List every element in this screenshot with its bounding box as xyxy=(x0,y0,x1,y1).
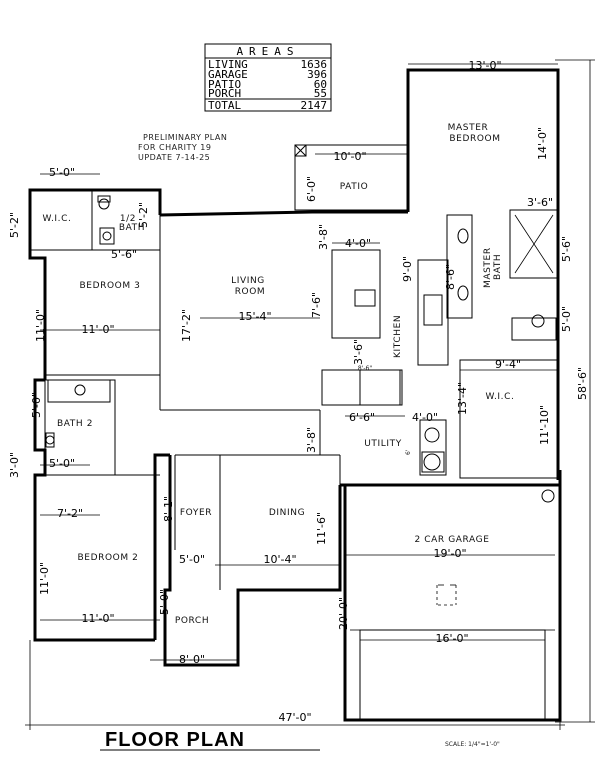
dim-wic-right-width: 9'-4" xyxy=(495,358,521,371)
dim-bath2-offset: 3'-0" xyxy=(8,452,21,478)
dim-wic-height: 5'-2" xyxy=(8,212,21,238)
dim-total-width: 47'-0" xyxy=(278,711,311,724)
dim-utility-height: 3'-6" xyxy=(352,339,365,365)
area-label-living: LIVING xyxy=(208,58,248,71)
note-line-1: PRELIMINARY PLAN xyxy=(143,133,227,142)
areas-table: AREAS LIVING 1636 GARAGE 396 PATIO 60 PO… xyxy=(204,43,332,112)
dim-wic-width: 5'-0" xyxy=(49,166,75,179)
room-label-bath2: BATH 2 xyxy=(57,419,93,429)
room-labels: MASTER BEDROOM PATIO W.I.C. 1/2 BATH LIV… xyxy=(43,123,515,626)
dim-porch-height: 5'-0" xyxy=(158,589,171,615)
dim-utility-small: 8'-6" xyxy=(358,365,372,372)
room-label-master-line1: MASTER xyxy=(448,123,489,133)
dim-garage-width: 19'-0" xyxy=(433,547,466,560)
note-line-2: FOR CHARITY 19 xyxy=(138,143,212,152)
room-label-living-1: LIVING xyxy=(231,276,265,286)
dim-bed2-height: 11'-0" xyxy=(38,562,51,595)
room-label-half-bath-2: BATH xyxy=(119,223,145,233)
dim-patio-width: 10'-0" xyxy=(333,150,366,163)
room-label-kitchen: KITCHEN xyxy=(393,315,403,358)
dim-dining-height: 11'-6" xyxy=(315,512,328,545)
dim-garage-door: 16'-0" xyxy=(435,632,468,645)
room-label-half-bath-1: 1/2 xyxy=(120,214,136,224)
room-label-living-2: ROOM xyxy=(235,287,266,297)
dim-wic-right-h1: 13'-4" xyxy=(456,382,469,415)
room-label-patio: PATIO xyxy=(340,182,369,192)
dim-half-bath-height: 5'-2" xyxy=(137,202,150,228)
dim-wic-right-h2: 11'-10" xyxy=(538,405,551,445)
room-label-master-bath-1: MASTER xyxy=(483,247,493,288)
areas-title: AREAS xyxy=(236,45,299,58)
room-label-dining: DINING xyxy=(269,508,305,518)
area-label-patio: PATIO xyxy=(208,78,241,91)
room-label-master-line2: BEDROOM xyxy=(449,134,500,144)
dim-total-height: 58'-6" xyxy=(576,367,589,400)
interior-walls xyxy=(30,144,559,721)
area-value-living: 1636 xyxy=(301,58,328,71)
dim-utility-tiny: 6' xyxy=(405,449,412,455)
room-label-porch: PORCH xyxy=(175,616,209,626)
dim-living-height: 17'-2" xyxy=(180,309,193,342)
dim-porch-width: 5'-0" xyxy=(179,553,205,566)
dim-bed3-height: 11'-0" xyxy=(34,309,47,342)
dim-bed2-width: 11'-0" xyxy=(81,612,114,625)
dim-kitchen-bar: 8'-6" xyxy=(444,264,457,290)
dim-dining-width: 10'-4" xyxy=(263,553,296,566)
area-label-porch: PORCH xyxy=(208,87,241,100)
dim-living-short: 3'-8" xyxy=(317,224,330,250)
dim-master-width: 13'-0" xyxy=(468,59,501,72)
room-label-foyer: FOYER xyxy=(180,508,212,518)
dim-bed3-width: 11'-0" xyxy=(81,323,114,336)
area-value-patio: 60 xyxy=(314,78,327,91)
dim-porch-width2: 8'-0" xyxy=(179,653,205,666)
dimension-lines xyxy=(25,59,595,730)
area-value-total: 2147 xyxy=(301,99,328,112)
area-label-total: TOTAL xyxy=(208,99,241,112)
dim-bath2-width: 5'-0" xyxy=(49,457,75,470)
plan-notes: PRELIMINARY PLAN FOR CHARITY 19 UPDATE 7… xyxy=(138,133,227,162)
dim-bath2-height: 5'-0" xyxy=(30,392,43,418)
room-label-garage: 2 CAR GARAGE xyxy=(414,535,489,545)
dim-master-height: 14'-0" xyxy=(536,127,549,160)
title-block: FLOOR PLAN SCALE: 1/4"=1'-0" xyxy=(100,729,500,751)
dimension-labels: 13'-0" 14'-0" 10'-0" 6'-0" 5'-0" 5'-2" 5… xyxy=(8,59,589,724)
dim-island-width: 4'-0" xyxy=(345,237,371,250)
area-value-garage: 396 xyxy=(307,68,327,81)
dim-master-bath-h2: 5'-0" xyxy=(560,306,573,332)
room-label-master-bath-2: BATH xyxy=(493,254,503,280)
dim-utility-width: 6'-6" xyxy=(349,411,375,424)
area-label-garage: GARAGE xyxy=(208,68,248,81)
area-value-porch: 55 xyxy=(314,87,327,100)
plan-title: FLOOR PLAN xyxy=(105,729,245,751)
room-label-bedroom2: BEDROOM 2 xyxy=(78,553,139,563)
dim-master-bath-width: 3'-6" xyxy=(527,196,553,209)
dim-utility-height2: 3'-8" xyxy=(305,427,318,453)
dim-bed2-closet: 7'-2" xyxy=(57,507,83,520)
dim-foyer-height: 8'-1" xyxy=(162,496,175,522)
dim-utility-width2: 4'-0" xyxy=(412,411,438,424)
room-label-wic-left: W.I.C. xyxy=(43,214,72,224)
room-label-wic-right: W.I.C. xyxy=(486,392,515,402)
dim-living-width: 15'-4" xyxy=(238,310,271,323)
room-label-utility: UTILITY xyxy=(364,439,402,449)
room-label-bedroom3: BEDROOM 3 xyxy=(80,281,141,291)
note-line-3: UPDATE 7-14-25 xyxy=(138,153,210,162)
dim-master-bath-h1: 5'-6" xyxy=(560,236,573,262)
plan-scale: SCALE: 1/4"=1'-0" xyxy=(445,741,500,748)
dim-garage-height: 20'-0" xyxy=(337,597,350,630)
dim-patio-height: 6'-0" xyxy=(305,176,318,202)
dim-island-height: 7'-6" xyxy=(310,292,323,318)
dim-kitchen-height: 9'-0" xyxy=(401,256,414,282)
dim-half-bath-width: 5'-6" xyxy=(111,248,137,261)
